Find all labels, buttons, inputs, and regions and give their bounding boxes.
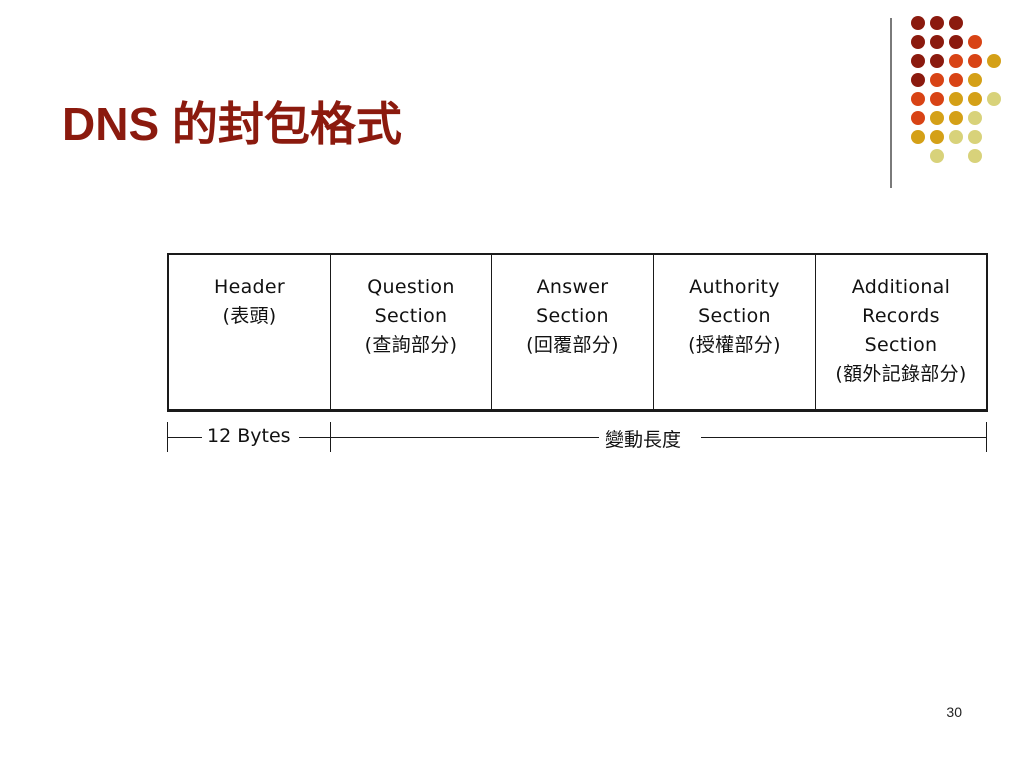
decorative-dot: [968, 35, 982, 49]
slide-title: DNS 的封包格式: [62, 98, 402, 150]
field-label-line: Authority: [689, 276, 780, 298]
field-answer-section: Answer Section (回覆部分): [492, 255, 654, 409]
decorative-dot: [911, 130, 925, 144]
decorative-dot: [930, 149, 944, 163]
field-label-line: Section: [536, 305, 609, 327]
fixed-length-label: 12 Bytes: [207, 425, 291, 447]
decorative-dot: [911, 92, 925, 106]
decorative-dot: [930, 35, 944, 49]
decorative-dot: [930, 130, 944, 144]
field-question-section: Question Section (查詢部分): [331, 255, 492, 409]
decorative-dot: [987, 54, 1001, 68]
field-label-line: (表頭): [222, 305, 277, 327]
decorative-dot: [930, 54, 944, 68]
scale-line: [331, 437, 599, 438]
decorative-dot: [911, 16, 925, 30]
page-number: 30: [946, 704, 962, 720]
field-label-line: Records: [862, 305, 940, 327]
length-scale: 12 Bytes 變動長度: [167, 422, 987, 452]
decorative-dot: [930, 73, 944, 87]
decorative-dot: [949, 111, 963, 125]
field-additional-records-section: Additional Records Section (額外記錄部分): [816, 255, 986, 409]
field-label-line: Answer: [536, 276, 609, 298]
field-label-line: (額外記錄部分): [835, 363, 967, 385]
decorative-dot: [911, 35, 925, 49]
decorative-dot: [930, 92, 944, 106]
scale-tick: [167, 422, 168, 452]
decorative-dot: [949, 73, 963, 87]
field-header: Header (表頭): [169, 255, 331, 409]
field-label-line: Header: [214, 276, 285, 298]
field-label-line: Question: [367, 276, 455, 298]
scale-tick: [330, 422, 331, 452]
scale-line: [701, 437, 986, 438]
field-label-line: Section: [864, 334, 938, 356]
decorative-dot: [930, 111, 944, 125]
decorative-dot: [968, 73, 982, 87]
decorative-dot: [911, 73, 925, 87]
decorative-dot: [968, 130, 982, 144]
decorative-dot: [949, 16, 963, 30]
field-authority-section: Authority Section (授權部分): [654, 255, 816, 409]
field-label-line: Section: [698, 305, 771, 327]
field-label-line: (查詢部分): [364, 334, 458, 356]
decorative-dot: [911, 54, 925, 68]
field-label-line: (回覆部分): [526, 334, 619, 356]
decorative-dot: [930, 16, 944, 30]
decorative-dot: [949, 54, 963, 68]
decorative-dot: [968, 92, 982, 106]
field-label-line: Section: [374, 305, 448, 327]
decorative-dot: [968, 54, 982, 68]
scale-line: [299, 437, 330, 438]
dns-packet-diagram: Header (表頭) Question Section (查詢部分) Answ…: [167, 253, 988, 412]
decorative-dot: [987, 92, 1001, 106]
variable-length-label: 變動長度: [605, 429, 682, 451]
scale-tick: [986, 422, 987, 452]
decorative-dot: [968, 111, 982, 125]
field-label-line: Additional: [851, 276, 951, 298]
divider-line: [890, 18, 892, 188]
decorative-dot: [949, 130, 963, 144]
decorative-dot: [968, 149, 982, 163]
decorative-dot: [949, 92, 963, 106]
decorative-dot: [911, 111, 925, 125]
decorative-dot: [949, 35, 963, 49]
field-label-line: (授權部分): [688, 334, 781, 356]
scale-line: [168, 437, 202, 438]
